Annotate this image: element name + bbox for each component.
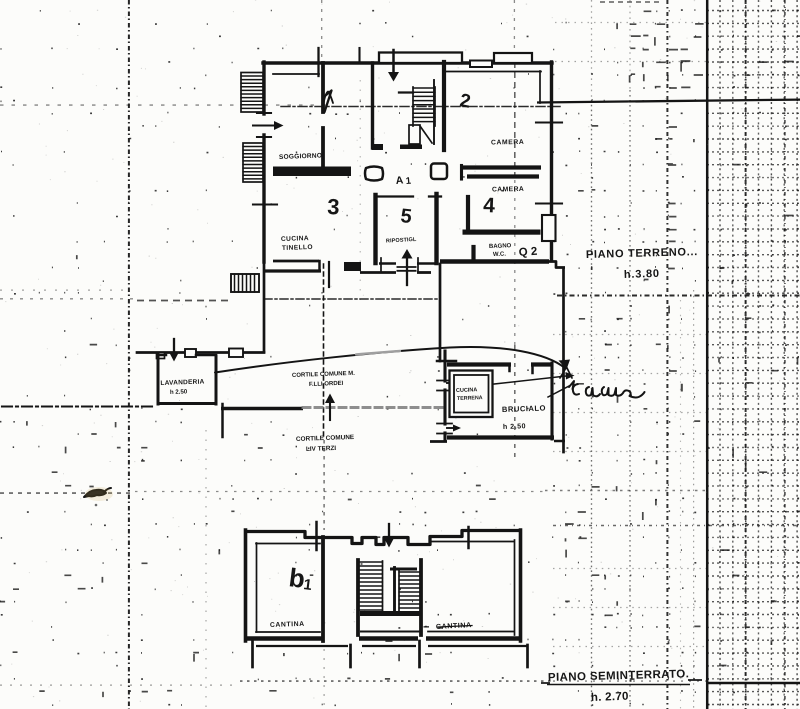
svg-text:CORTILE COMUNE M.: CORTILE COMUNE M. xyxy=(292,371,356,379)
svg-text:RIPOSTIGL: RIPOSTIGL xyxy=(386,237,417,245)
svg-text:5: 5 xyxy=(399,205,412,228)
svg-text:4: 4 xyxy=(483,194,496,217)
svg-text:LIV TERZI: LIV TERZI xyxy=(306,445,337,453)
svg-text:SOGGIORNO: SOGGIORNO xyxy=(279,152,322,161)
svg-text:BAGNO: BAGNO xyxy=(489,243,512,250)
svg-text:CUCINA: CUCINA xyxy=(281,235,309,243)
svg-text:b: b xyxy=(287,562,306,594)
svg-text:W.C.: W.C. xyxy=(493,252,507,258)
svg-text:h.3.80: h.3.80 xyxy=(624,268,660,281)
svg-text:h. 2.70: h. 2.70 xyxy=(591,691,629,704)
svg-text:CAMERA: CAMERA xyxy=(492,186,524,194)
svg-text:h 2.50: h 2.50 xyxy=(170,388,188,396)
svg-text:2: 2 xyxy=(458,90,472,113)
svg-text:F.LLI ORDEI: F.LLI ORDEI xyxy=(309,381,344,388)
svg-text:CANTINA: CANTINA xyxy=(436,620,472,631)
svg-text:BRUCIALO: BRUCIALO xyxy=(502,403,546,414)
svg-text:TERRENA: TERRENA xyxy=(457,395,483,402)
svg-text:A: A xyxy=(395,174,404,187)
svg-text:TINELLO: TINELLO xyxy=(282,244,313,252)
svg-text:PIANO TERRENO...: PIANO TERRENO... xyxy=(586,246,698,261)
svg-text:CANTINA: CANTINA xyxy=(270,621,305,629)
svg-text:PIANO SEMINTERRATO.: PIANO SEMINTERRATO. xyxy=(548,668,690,684)
svg-text:LAVANDERIA: LAVANDERIA xyxy=(160,378,204,387)
svg-text:CORTILE COMUNE: CORTILE COMUNE xyxy=(296,434,355,443)
svg-text:1: 1 xyxy=(405,176,412,187)
svg-text:CAMERA: CAMERA xyxy=(491,139,525,147)
svg-text:Q 2: Q 2 xyxy=(518,246,537,259)
svg-text:1: 1 xyxy=(303,576,313,594)
svg-text:CUCINA: CUCINA xyxy=(456,387,478,394)
svg-text:h 2.50: h 2.50 xyxy=(503,422,526,431)
svg-text:3: 3 xyxy=(327,194,340,219)
